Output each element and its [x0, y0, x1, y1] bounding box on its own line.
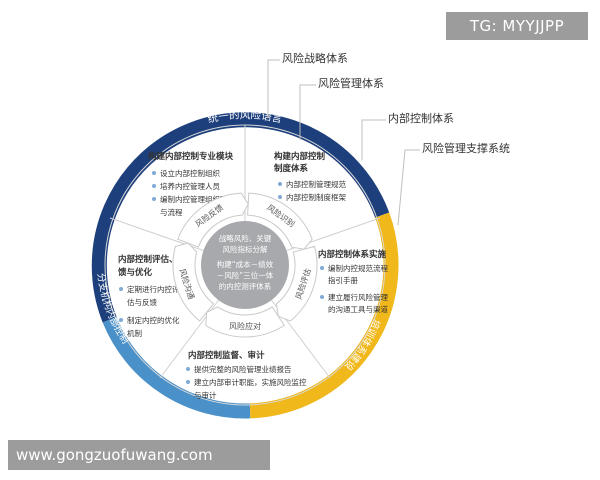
ring-top-label: 统一的风险语言 — [206, 108, 283, 125]
sector-right-title: 内部控制体系实施 — [318, 249, 387, 260]
center-line: 的内控测评体系 — [219, 281, 272, 291]
callout-risk-strategy: 风险战略体系 — [282, 51, 348, 65]
center-line: 战略风险、关键 — [219, 233, 272, 243]
ring-right-label: 培训体系建设 — [342, 317, 383, 372]
ring-navy-segment — [91, 112, 390, 323]
cycle-arrow — [172, 242, 215, 322]
sector-top-left-item-1: 培养内控管理人员 — [160, 181, 220, 191]
sector-left: 内部控制评估、反馈与优化 定期进行内控评估与反馈 制定内控的优化机制 — [117, 254, 187, 338]
sector-bottom-item-1: 建立内部审计职能，实施风险监控与审计 — [194, 377, 307, 400]
bullet-icon — [152, 184, 156, 188]
center-line: －风险”三位一体 — [217, 270, 274, 280]
ring-gold-segment — [249, 212, 399, 419]
bullet-icon — [278, 182, 282, 186]
bullet-icon — [152, 197, 156, 201]
sector-right-item-0: 编制内控规范流程指引手册 — [328, 263, 388, 285]
sector-top-right-item-0: 内部控制管理规范 — [286, 179, 346, 189]
sector-top-right-item-1: 内部控制制度框架 — [286, 192, 346, 202]
callout-support-system: 风险管理支撑系统 — [422, 141, 510, 155]
callout-leaders — [267, 59, 420, 226]
center-circle — [201, 221, 289, 309]
watermark-top: TG: MYYJJPP — [446, 12, 588, 40]
bullet-icon — [186, 367, 190, 371]
cycle-arrow — [177, 192, 249, 248]
cycle-arrow — [275, 245, 318, 322]
watermark-bottom: www.gongzuofuwang.com — [8, 440, 270, 470]
sector-top-left: 构建内部控制专业模块 设立内部控制组织 培养内控管理人员 编制内控管理组织职责与… — [148, 151, 235, 217]
center-line: 风险指标分解 — [223, 244, 268, 254]
cycle-arrow — [205, 306, 285, 338]
sector-right: 内部控制体系实施 编制内控规范流程指引手册 建立履行风险管理的沟通工具与渠道 — [318, 249, 388, 314]
ring-blue-segment — [102, 316, 251, 419]
sector-top-left-title: 构建内部控制专业模块 — [148, 151, 234, 162]
sector-left-title: 内部控制评估、反馈与优化 — [117, 254, 187, 278]
sector-top-left-item-0: 设立内部控制组织 — [160, 168, 220, 178]
sector-left-item-1: 制定内控的优化机制 — [127, 315, 180, 338]
bullet-icon — [320, 295, 324, 299]
bullet-icon — [119, 287, 123, 291]
sector-right-item-1: 建立履行风险管理的沟通工具与渠道 — [328, 292, 388, 314]
cycle-label: 风险应对 — [229, 321, 261, 331]
callout-internal-control: 内部控制体系 — [388, 111, 454, 125]
sector-bottom-item-0: 提供完整的风险管理业绩报告 — [194, 364, 292, 374]
sector-left-item-0: 定期进行内控评估与反馈 — [127, 284, 180, 307]
center-line: 构建“成本－绩效 — [217, 259, 274, 269]
sector-bottom-title: 内部控制监督、审计 — [188, 350, 265, 361]
sector-bottom: 内部控制监督、审计 提供完整的风险管理业绩报告 建立内部审计职能，实施风险监控与… — [186, 350, 307, 400]
bullet-icon — [119, 318, 123, 322]
bullet-icon — [186, 380, 190, 384]
sector-top-right-title: 构建内部控制制度体系 — [274, 151, 326, 174]
cycle-arrow — [247, 192, 313, 250]
sector-top-right: 构建内部控制制度体系 内部控制管理规范 内部控制制度框架 — [274, 151, 346, 202]
bullet-icon — [320, 266, 324, 270]
bullet-icon — [278, 195, 282, 199]
callout-risk-management: 风险管理体系 — [318, 76, 384, 90]
sector-top-left-item-2: 编制内控管理组织职责与流程 — [160, 194, 235, 217]
bullet-icon — [152, 171, 156, 175]
